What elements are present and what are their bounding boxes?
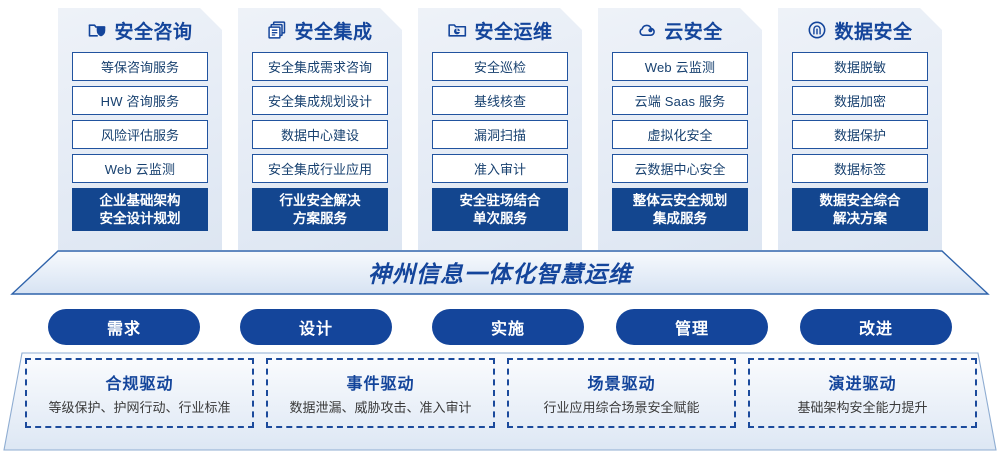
column-header: 数据安全 (792, 8, 928, 52)
driver-title: 场景驱动 (587, 376, 656, 393)
service-item[interactable]: 安全集成规划设计 (252, 86, 388, 115)
column-title: 安全咨询 (114, 21, 193, 43)
column-highlight-box[interactable]: 安全驻场结合 单次服务 (432, 188, 568, 231)
highlight-line: 安全驻场结合 (459, 192, 541, 208)
driver-subtitle: 行业应用综合场景安全赋能 (543, 400, 700, 415)
capability-columns: 安全咨询 等保咨询服务 HW 咨询服务 风险评估服务 Web 云监测 企业基础架… (0, 8, 1000, 250)
driver-title: 合规驱动 (105, 376, 174, 393)
service-item[interactable]: 数据保护 (792, 120, 928, 149)
column-header: 云安全 (612, 8, 748, 52)
driver-subtitle: 等级保护、护网行动、行业标准 (48, 400, 231, 415)
service-item[interactable]: Web 云监测 (612, 52, 748, 81)
column-header: 安全集成 (252, 8, 388, 52)
column-title: 安全集成 (294, 21, 373, 43)
highlight-line: 集成服务 (653, 210, 707, 226)
driver-card-incident[interactable]: 事件驱动 数据泄漏、威胁攻击、准入审计 (266, 358, 495, 428)
highlight-line: 企业基础架构 (99, 192, 181, 208)
column-header: 安全运维 (432, 8, 568, 52)
banner-trapezoid-shape (10, 250, 990, 295)
service-item[interactable]: 云数据中心安全 (612, 154, 748, 183)
highlight-line: 方案服务 (293, 210, 347, 226)
service-item[interactable]: Web 云监测 (72, 154, 208, 183)
stage-pill-management[interactable]: 管理 (616, 309, 768, 345)
service-item[interactable]: 漏洞扫描 (432, 120, 568, 149)
highlight-line: 安全设计规划 (99, 210, 181, 226)
service-item[interactable]: HW 咨询服务 (72, 86, 208, 115)
service-item[interactable]: 数据加密 (792, 86, 928, 115)
service-item[interactable]: 风险评估服务 (72, 120, 208, 149)
service-item[interactable]: 安全巡检 (432, 52, 568, 81)
service-item[interactable]: 基线核查 (432, 86, 568, 115)
service-item[interactable]: 数据脱敏 (792, 52, 928, 81)
column-highlight-box[interactable]: 整体云安全规划 集成服务 (612, 188, 748, 231)
service-item[interactable]: 安全集成行业应用 (252, 154, 388, 183)
column-header: 安全咨询 (72, 8, 208, 52)
stage-pill-requirement[interactable]: 需求 (48, 309, 200, 345)
lifecycle-stages: 需求 设计 实施 管理 改进 (0, 309, 1000, 345)
highlight-line: 数据安全综合 (819, 192, 901, 208)
column-title: 数据安全 (834, 21, 913, 43)
column-title: 安全运维 (474, 21, 553, 43)
driver-title: 演进驱动 (828, 376, 897, 393)
capability-column-cloud-security[interactable]: 云安全 Web 云监测 云端 Saas 服务 虚拟化安全 云数据中心安全 整体云… (598, 8, 762, 250)
stage-pill-implementation[interactable]: 实施 (432, 309, 584, 345)
service-item[interactable]: 虚拟化安全 (612, 120, 748, 149)
fingerprint-icon (807, 20, 827, 40)
folder-shield-icon (87, 20, 107, 40)
highlight-line: 整体云安全规划 (632, 192, 728, 208)
service-item[interactable]: 数据中心建设 (252, 120, 388, 149)
drivers-panel: 合规驱动 等级保护、护网行动、行业标准 事件驱动 数据泄漏、威胁攻击、准入审计 … (0, 352, 1000, 452)
capability-column-security-operations[interactable]: 安全运维 安全巡检 基线核查 漏洞扫描 准入审计 安全驻场结合 单次服务 (418, 8, 582, 250)
drivers-list: 合规驱动 等级保护、护网行动、行业标准 事件驱动 数据泄漏、威胁攻击、准入审计 … (0, 358, 1000, 446)
driver-card-scenario[interactable]: 场景驱动 行业应用综合场景安全赋能 (507, 358, 736, 428)
highlight-line: 单次服务 (473, 210, 527, 226)
column-highlight-box[interactable]: 企业基础架构 安全设计规划 (72, 188, 208, 231)
highlight-line: 解决方案 (833, 210, 887, 226)
driver-card-evolution[interactable]: 演进驱动 基础架构安全能力提升 (748, 358, 977, 428)
highlight-line: 行业安全解决 (279, 192, 361, 208)
service-item[interactable]: 安全集成需求咨询 (252, 52, 388, 81)
capability-column-security-consulting[interactable]: 安全咨询 等保咨询服务 HW 咨询服务 风险评估服务 Web 云监测 企业基础架… (58, 8, 222, 250)
column-highlight-box[interactable]: 数据安全综合 解决方案 (792, 188, 928, 231)
column-title: 云安全 (664, 21, 723, 43)
service-item[interactable]: 云端 Saas 服务 (612, 86, 748, 115)
service-item[interactable]: 准入审计 (432, 154, 568, 183)
column-highlight-box[interactable]: 行业安全解决 方案服务 (252, 188, 388, 231)
service-item[interactable]: 数据标签 (792, 154, 928, 183)
cloud-icon (637, 20, 657, 40)
driver-subtitle: 数据泄漏、威胁攻击、准入审计 (289, 400, 472, 415)
stage-pill-design[interactable]: 设计 (240, 309, 392, 345)
platform-title: 神州信息一体化智慧运维 (368, 261, 632, 287)
service-item[interactable]: 等保咨询服务 (72, 52, 208, 81)
driver-card-compliance[interactable]: 合规驱动 等级保护、护网行动、行业标准 (25, 358, 254, 428)
driver-title: 事件驱动 (346, 376, 415, 393)
platform-banner: 神州信息一体化智慧运维 (0, 250, 1000, 298)
stage-pill-improvement[interactable]: 改进 (800, 309, 952, 345)
capability-column-data-security[interactable]: 数据安全 数据脱敏 数据加密 数据保护 数据标签 数据安全综合 解决方案 (778, 8, 942, 250)
capability-column-security-integration[interactable]: 安全集成 安全集成需求咨询 安全集成规划设计 数据中心建设 安全集成行业应用 行… (238, 8, 402, 250)
driver-subtitle: 基础架构安全能力提升 (797, 400, 928, 415)
folder-chart-icon (447, 20, 467, 40)
stacked-documents-icon (267, 20, 287, 40)
